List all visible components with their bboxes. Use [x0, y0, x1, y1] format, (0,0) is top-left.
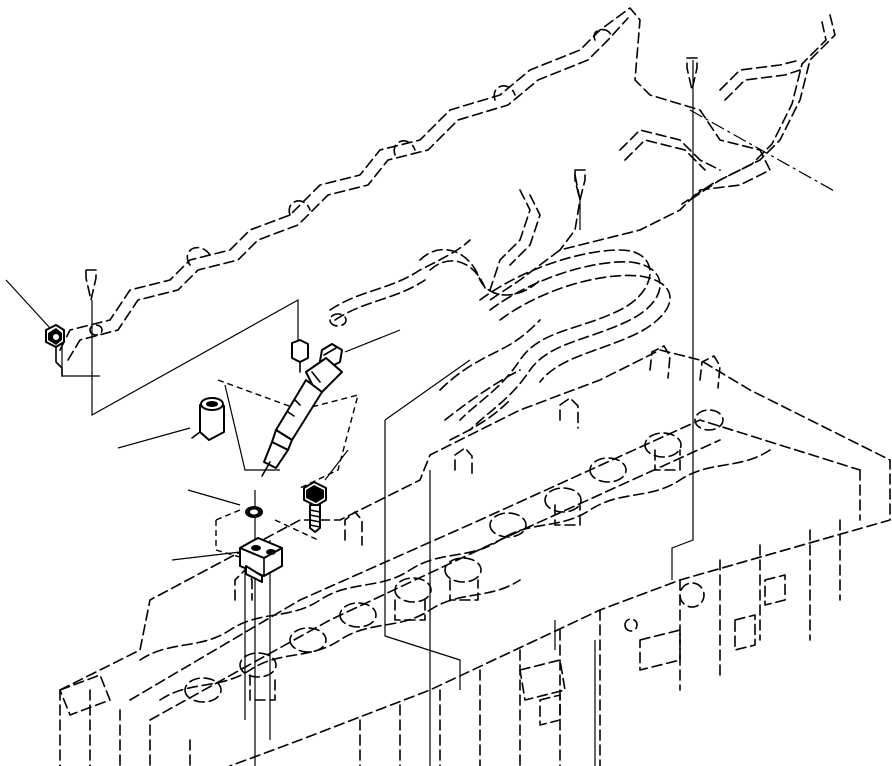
fuel-injection-lines — [59, 7, 836, 441]
line-nut — [45, 324, 65, 377]
sealing-washer — [245, 506, 263, 518]
assembly-lines — [5, 60, 837, 766]
mounting-bolt — [303, 481, 327, 533]
fuel-injector — [261, 339, 343, 477]
cylinder-head — [59, 345, 891, 766]
injector-sleeve — [191, 397, 225, 441]
hold-down-clamp — [239, 537, 283, 583]
